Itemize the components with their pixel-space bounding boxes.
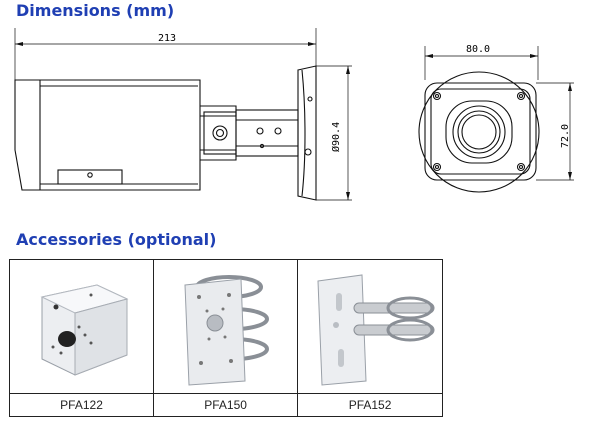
pfa122-label: PFA122 bbox=[8, 393, 155, 417]
pfa122-image-cell bbox=[8, 259, 155, 394]
accessories-table: PFA122 PFA150 PFA152 bbox=[8, 259, 443, 417]
pole-mount-clamp-image bbox=[317, 273, 435, 386]
diameter-dimension-label: Ø90.4 bbox=[331, 121, 342, 152]
accessories-label-row: PFA122 PFA150 PFA152 bbox=[8, 393, 443, 417]
pfa150-label: PFA150 bbox=[153, 393, 299, 417]
dimension-drawings bbox=[14, 28, 574, 201]
pfa150-image-cell bbox=[153, 259, 299, 394]
front-view-drawing bbox=[418, 46, 574, 193]
accessories-image-row bbox=[8, 259, 443, 394]
pole-mount-bracket-image bbox=[184, 274, 269, 386]
width-dimension-label: 80.0 bbox=[466, 44, 491, 55]
dimensions-heading: Dimensions (mm) bbox=[16, 1, 175, 20]
pfa152-label: PFA152 bbox=[297, 393, 443, 417]
length-dimension-label: 213 bbox=[158, 33, 177, 44]
pfa152-image-cell bbox=[297, 259, 443, 394]
junction-box-image bbox=[39, 283, 128, 376]
accessories-heading: Accessories (optional) bbox=[16, 230, 217, 249]
side-view-drawing bbox=[14, 28, 352, 201]
height-dimension-label: 72.0 bbox=[560, 123, 571, 148]
